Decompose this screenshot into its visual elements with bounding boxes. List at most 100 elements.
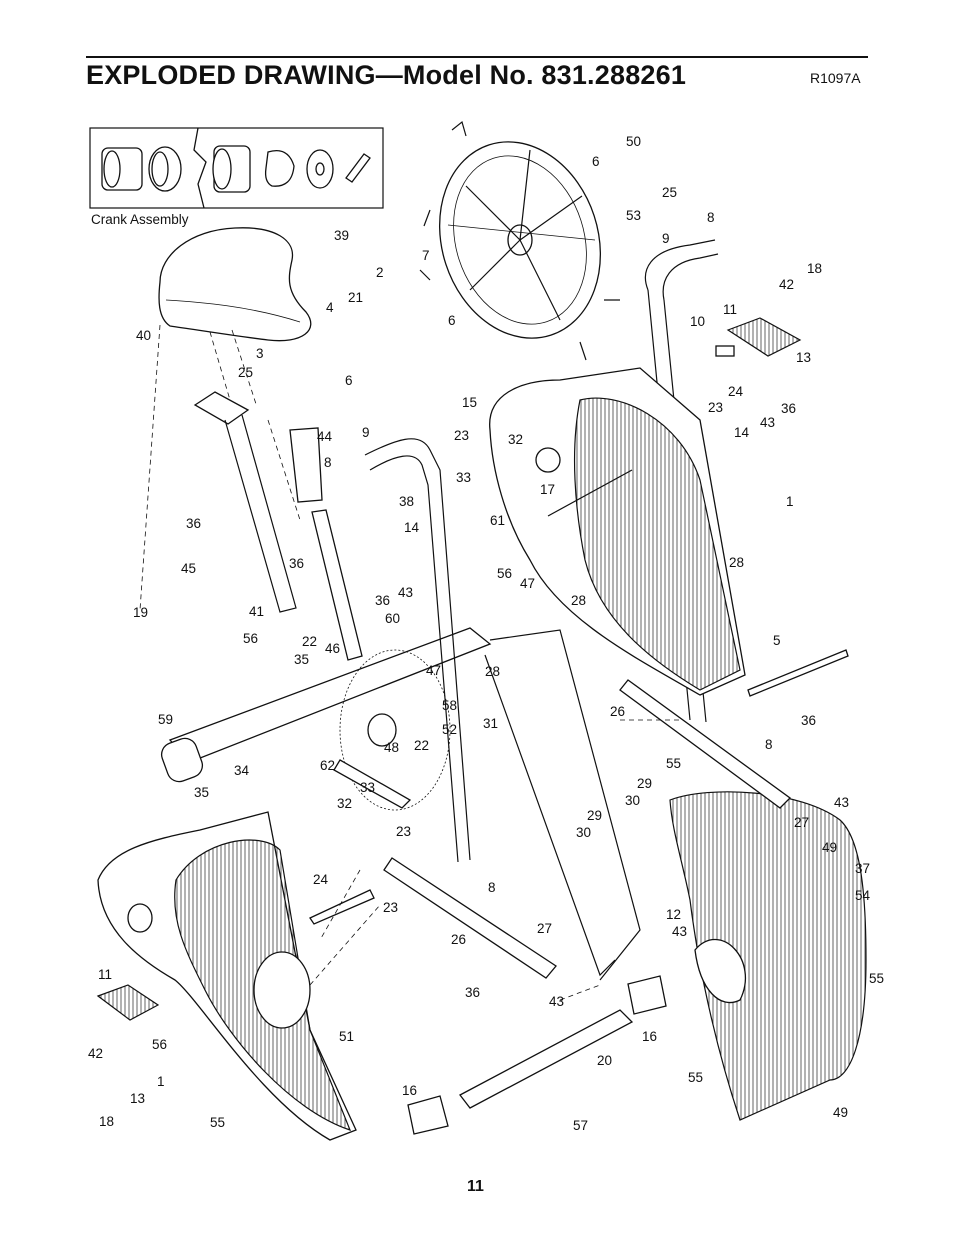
part-label: 22 <box>302 634 317 649</box>
part-label: 36 <box>781 401 796 416</box>
part-label: 13 <box>130 1091 145 1106</box>
part-label: 27 <box>537 921 552 936</box>
part-label: 25 <box>662 185 677 200</box>
seat <box>158 227 312 342</box>
part-label: 23 <box>396 824 411 839</box>
part-label: 23 <box>708 400 723 415</box>
part-label: 43 <box>760 415 775 430</box>
part-label: 3 <box>256 346 264 361</box>
crank-assembly-inset <box>89 127 384 209</box>
part-label: 47 <box>520 576 535 591</box>
chain-crank <box>333 649 451 811</box>
part-label: 39 <box>334 228 349 243</box>
main-frame <box>160 509 641 981</box>
part-label: 36 <box>801 713 816 728</box>
part-label: 35 <box>194 785 209 800</box>
part-label: 60 <box>385 611 400 626</box>
part-label: 46 <box>325 641 340 656</box>
part-label: 41 <box>249 604 264 619</box>
part-label: 6 <box>448 313 456 328</box>
part-label: 52 <box>442 722 457 737</box>
part-label: 62 <box>320 758 335 773</box>
seat-post <box>193 391 323 613</box>
part-label: 19 <box>133 605 148 620</box>
part-label: 34 <box>234 763 250 778</box>
part-label: 55 <box>210 1115 225 1130</box>
part-label: 54 <box>855 888 871 903</box>
pedal-lower <box>96 984 160 1021</box>
part-label: 8 <box>765 737 773 752</box>
part-label: 55 <box>688 1070 703 1085</box>
part-label: 15 <box>462 395 477 410</box>
part-label: 9 <box>362 425 370 440</box>
part-label: 18 <box>807 261 822 276</box>
part-label: 30 <box>576 825 591 840</box>
part-label: 24 <box>313 872 329 887</box>
part-label: 12 <box>666 907 681 922</box>
part-label: 21 <box>348 290 363 305</box>
part-label: 17 <box>540 482 555 497</box>
part-label: 16 <box>642 1029 657 1044</box>
part-label: 4 <box>326 300 334 315</box>
part-label: 5 <box>773 633 781 648</box>
part-label: 8 <box>488 880 496 895</box>
part-label: 6 <box>592 154 600 169</box>
part-label: 30 <box>625 793 640 808</box>
part-label: 11 <box>723 302 737 317</box>
part-label: 32 <box>508 432 523 447</box>
part-label: 51 <box>339 1029 354 1044</box>
part-label: 49 <box>833 1105 848 1120</box>
right-shroud-outer <box>669 791 867 1121</box>
part-label: 42 <box>779 277 794 292</box>
part-label: 6 <box>345 373 353 388</box>
part-label: 36 <box>375 593 390 608</box>
part-label: 14 <box>734 425 750 440</box>
part-label: 61 <box>490 513 505 528</box>
assembly-lines <box>139 324 680 1001</box>
links <box>383 679 791 979</box>
part-label: 38 <box>399 494 414 509</box>
part-label: 35 <box>294 652 309 667</box>
part-label: 56 <box>497 566 512 581</box>
part-label: 44 <box>317 429 333 444</box>
part-label: 32 <box>337 796 352 811</box>
part-label: 50 <box>626 134 641 149</box>
left-shroud <box>97 811 357 1141</box>
header-rule <box>86 56 868 58</box>
part-label: 24 <box>728 384 744 399</box>
part-label: 29 <box>637 776 652 791</box>
stabilizer <box>407 975 667 1135</box>
part-label: 57 <box>573 1118 588 1133</box>
part-label: 59 <box>158 712 173 727</box>
part-label: 33 <box>360 780 375 795</box>
part-label: 23 <box>383 900 398 915</box>
part-label: 28 <box>729 555 744 570</box>
part-label: 45 <box>181 561 196 576</box>
pedal-upper <box>715 317 802 357</box>
part-label: 36 <box>289 556 304 571</box>
part-label: 55 <box>666 756 681 771</box>
drawing-code: R1097A <box>810 70 861 86</box>
page-title: EXPLODED DRAWING—Model No. 831.288261 <box>86 60 687 90</box>
part-label: 1 <box>786 494 794 509</box>
part-label: 29 <box>587 808 602 823</box>
part-label: 16 <box>402 1083 417 1098</box>
part-label: 53 <box>626 208 641 223</box>
part-label: 13 <box>796 350 811 365</box>
page-number: 11 <box>467 1178 484 1195</box>
part-label: 7 <box>422 248 430 263</box>
part-label: 11 <box>98 967 112 982</box>
inset-caption: Crank Assembly <box>91 212 189 227</box>
fan-wheel <box>419 120 620 361</box>
part-label: 22 <box>414 738 429 753</box>
part-labels: 1 1 2 3 4 5 6 6 6 7 8 8 8 8 9 9 10 11 11… <box>88 134 884 1133</box>
part-label: 10 <box>690 314 705 329</box>
part-label: 56 <box>243 631 258 646</box>
part-label: 43 <box>672 924 687 939</box>
part-label: 9 <box>662 231 670 246</box>
part-label: 23 <box>454 428 469 443</box>
part-label: 56 <box>152 1037 167 1052</box>
part-label: 40 <box>136 328 151 343</box>
part-label: 48 <box>384 740 399 755</box>
part-label: 37 <box>855 861 870 876</box>
